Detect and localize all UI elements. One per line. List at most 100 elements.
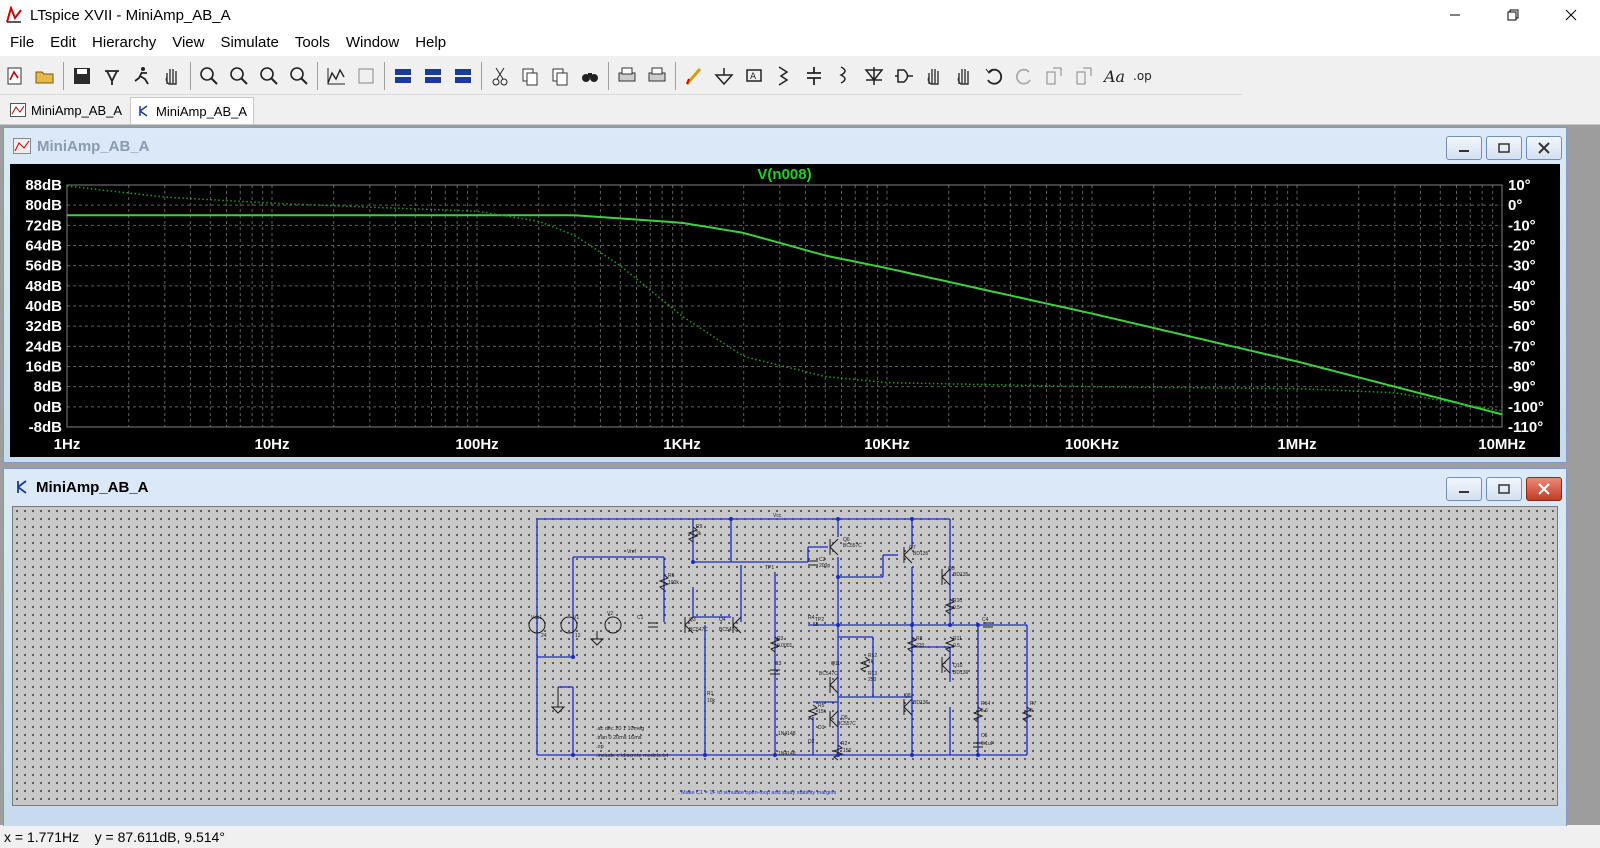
autorange-icon[interactable] [321, 61, 351, 91]
drag-icon[interactable] [949, 61, 979, 91]
tile-vertical-icon[interactable] [448, 61, 478, 91]
capacitor-icon[interactable] [799, 61, 829, 91]
phase-trace[interactable] [66, 185, 1503, 412]
copy-icon[interactable] [515, 61, 545, 91]
halt-icon[interactable] [157, 61, 187, 91]
component-icon[interactable] [889, 61, 919, 91]
capacitor-symbol[interactable] [973, 742, 983, 748]
component-label[interactable]: 1N4148 [778, 751, 796, 757]
cascade-icon[interactable] [418, 61, 448, 91]
voltage-source-symbol[interactable] [560, 616, 578, 634]
resistor-symbol[interactable] [687, 526, 699, 543]
component-label[interactable]: 8 [1030, 708, 1033, 714]
inductor-icon[interactable] [829, 61, 859, 91]
component-label[interactable]: D2 [808, 739, 815, 745]
text-icon[interactable]: Aa [1099, 61, 1129, 91]
zoom-fit-icon[interactable] [284, 61, 314, 91]
component-label[interactable]: C5 [981, 733, 988, 739]
resistor-icon[interactable] [769, 61, 799, 91]
component-label[interactable]: BD136 [953, 670, 969, 676]
schematic-minimize-button[interactable] [1446, 477, 1482, 501]
draw-wire-icon[interactable] [679, 61, 709, 91]
component-label[interactable]: Q9 [948, 566, 955, 572]
menu-hierarchy[interactable]: Hierarchy [92, 34, 157, 51]
zoom-pan-icon[interactable] [224, 61, 254, 91]
restore-window-button[interactable] [1484, 0, 1542, 30]
component-label[interactable]: 250 [868, 677, 877, 683]
component-label[interactable]: R4 [808, 615, 815, 621]
spice-directive-icon[interactable]: .op [1129, 61, 1159, 91]
resistor-symbol[interactable] [972, 706, 984, 723]
paste-icon[interactable] [545, 61, 575, 91]
component-label[interactable]: 0.5 [953, 605, 960, 611]
transistor-symbol[interactable] [903, 546, 913, 564]
cut-icon[interactable] [485, 61, 515, 91]
component-label[interactable]: 24 [541, 633, 547, 639]
transistor-symbol[interactable] [732, 616, 742, 634]
bode-plot[interactable]: V(n008)88dB80dB72dB64dB56dB48dB40dB32dB2… [10, 164, 1560, 457]
resistor-symbol[interactable] [832, 744, 844, 761]
resistor-symbol[interactable] [807, 704, 819, 721]
print-setup-icon[interactable] [612, 61, 642, 91]
resistor-symbol[interactable] [658, 574, 670, 591]
mirror-icon[interactable] [1069, 61, 1099, 91]
spice-directive[interactable]: .tran 0 20ms 16ms [596, 735, 642, 741]
zoom-out-icon[interactable] [254, 61, 284, 91]
component-label[interactable]: D1 [818, 725, 825, 731]
component-label[interactable]: R13 [868, 671, 877, 677]
plot-title[interactable]: V(n008) [757, 166, 811, 183]
open-icon[interactable] [30, 61, 60, 91]
component-label[interactable]: R14 [981, 701, 990, 707]
capacitor-symbol[interactable] [648, 622, 658, 628]
component-label[interactable]: R1 [707, 691, 714, 697]
component-label[interactable]: 150 [843, 748, 852, 754]
component-label[interactable]: Vcc1 [531, 615, 542, 621]
component-label[interactable]: R6 [668, 573, 675, 579]
resistor-symbol[interactable] [944, 598, 956, 615]
tile-horizontal-icon[interactable] [388, 61, 418, 91]
waveform-minimize-button[interactable] [1446, 136, 1482, 160]
component-label[interactable]: TP1 [765, 565, 774, 571]
menu-tools[interactable]: Tools [294, 34, 330, 51]
resistor-symbol[interactable] [944, 636, 956, 653]
component-label[interactable]: 0.1uF [981, 741, 994, 747]
menu-window[interactable]: Window [345, 34, 400, 51]
component-label[interactable]: 3k [696, 531, 702, 537]
component-label[interactable]: Q4 [719, 617, 726, 623]
capacitor-symbol[interactable] [808, 560, 818, 566]
spice-directive[interactable]: .ac dec 20 1 10meg [596, 726, 644, 732]
component-label[interactable]: V2 [607, 611, 613, 617]
component-label[interactable]: Vref [627, 549, 637, 555]
resistor-symbol[interactable] [1021, 706, 1033, 723]
capacitor-symbol[interactable] [983, 622, 993, 628]
transistor-symbol[interactable] [941, 568, 951, 586]
run-icon[interactable] [127, 61, 157, 91]
menu-file[interactable]: File [10, 34, 35, 51]
component-label[interactable]: R11 [953, 636, 962, 642]
plot-settings-icon[interactable] [351, 61, 381, 91]
schematic-maximize-button[interactable] [1486, 477, 1522, 501]
component-label[interactable]: 1N4148 [778, 731, 796, 737]
print-icon[interactable] [642, 61, 672, 91]
menu-simulate[interactable]: Simulate [220, 34, 279, 51]
component-label[interactable]: R9 [696, 524, 703, 530]
component-label[interactable]: Q7 [909, 545, 916, 551]
component-label[interactable]: 15k [818, 709, 827, 715]
component-label[interactable]: 0.5 [953, 643, 960, 649]
component-label[interactable]: 10k [707, 698, 716, 704]
menu-edit[interactable]: Edit [50, 34, 77, 51]
component-label[interactable]: R7 [1030, 701, 1037, 707]
component-label[interactable]: V1 [573, 615, 579, 621]
schematic-close-button[interactable] [1526, 477, 1562, 501]
ground-symbol[interactable] [589, 631, 605, 646]
component-label[interactable]: 5.6 [981, 708, 988, 714]
schematic-comment[interactable]: . Make C1 = 1F to simulate open-loop and… [678, 790, 836, 796]
voltage-source-symbol[interactable] [528, 616, 546, 634]
transistor-symbol[interactable] [684, 616, 694, 634]
component-label[interactable]: C1 [637, 615, 644, 621]
transistor-symbol[interactable] [903, 698, 913, 716]
component-label[interactable]: Q6 [843, 537, 850, 543]
